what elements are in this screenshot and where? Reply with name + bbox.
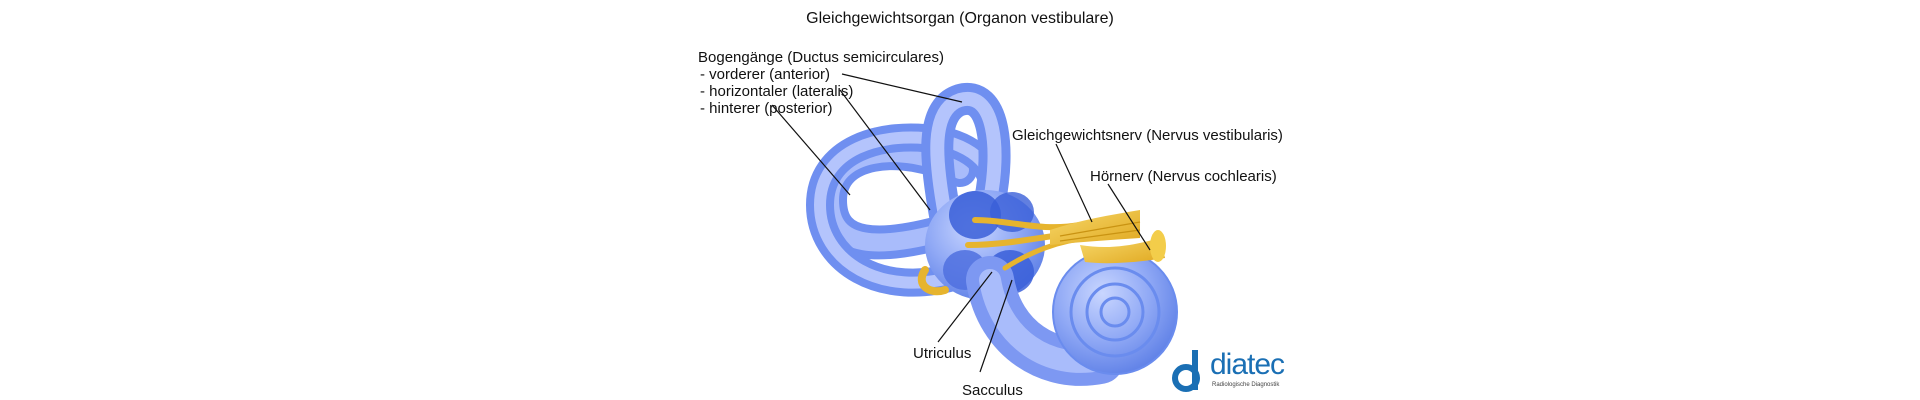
diatec-logo-mark-icon [1172, 350, 1200, 392]
leader-lines [771, 73, 1151, 373]
cochlear-nerve [1080, 230, 1166, 264]
leader-anterior [841, 73, 963, 103]
logo-tagline: Radiologische Diagnostik [1212, 382, 1280, 388]
label-sacculus: Sacculus [962, 382, 1023, 399]
vestibular-nerve [965, 210, 1141, 271]
posterior-canal [805, 123, 1007, 297]
label-hoernerv: Hörnerv (Nervus cochlearis) [1090, 168, 1277, 185]
label-vorderer: - vorderer (anterior) [700, 66, 831, 83]
logo-name: diatec [1210, 348, 1285, 381]
label-utriculus: Utriculus [913, 345, 972, 362]
diagram-title: Gleichgewichtsorgan (Organon vestibulare… [806, 10, 1114, 27]
leader-sacculus [979, 279, 1013, 373]
diatec-logo: diatec Radiologische Diagnostik [1170, 348, 1285, 394]
ampulla-nerve-branch [917, 266, 949, 296]
label-gleichgewichtsnerv: Gleichgewichtsnerv (Nervus vestibularis) [1012, 127, 1283, 144]
label-bogengaenge: Bogengänge (Ductus semicirculares) [698, 49, 944, 66]
anterior-canal [921, 83, 1011, 231]
leader-lateral [839, 89, 931, 211]
label-horizontaler: - horizontaler (lateralis) [700, 83, 854, 100]
leader-cochlear-nerve [1107, 183, 1151, 251]
label-hinterer: - hinterer (posterior) [700, 100, 833, 117]
leader-posterior [771, 104, 851, 196]
cochlea [1052, 249, 1178, 375]
leader-utriculus [937, 271, 993, 343]
leader-vestibular-nerve [1055, 143, 1093, 223]
